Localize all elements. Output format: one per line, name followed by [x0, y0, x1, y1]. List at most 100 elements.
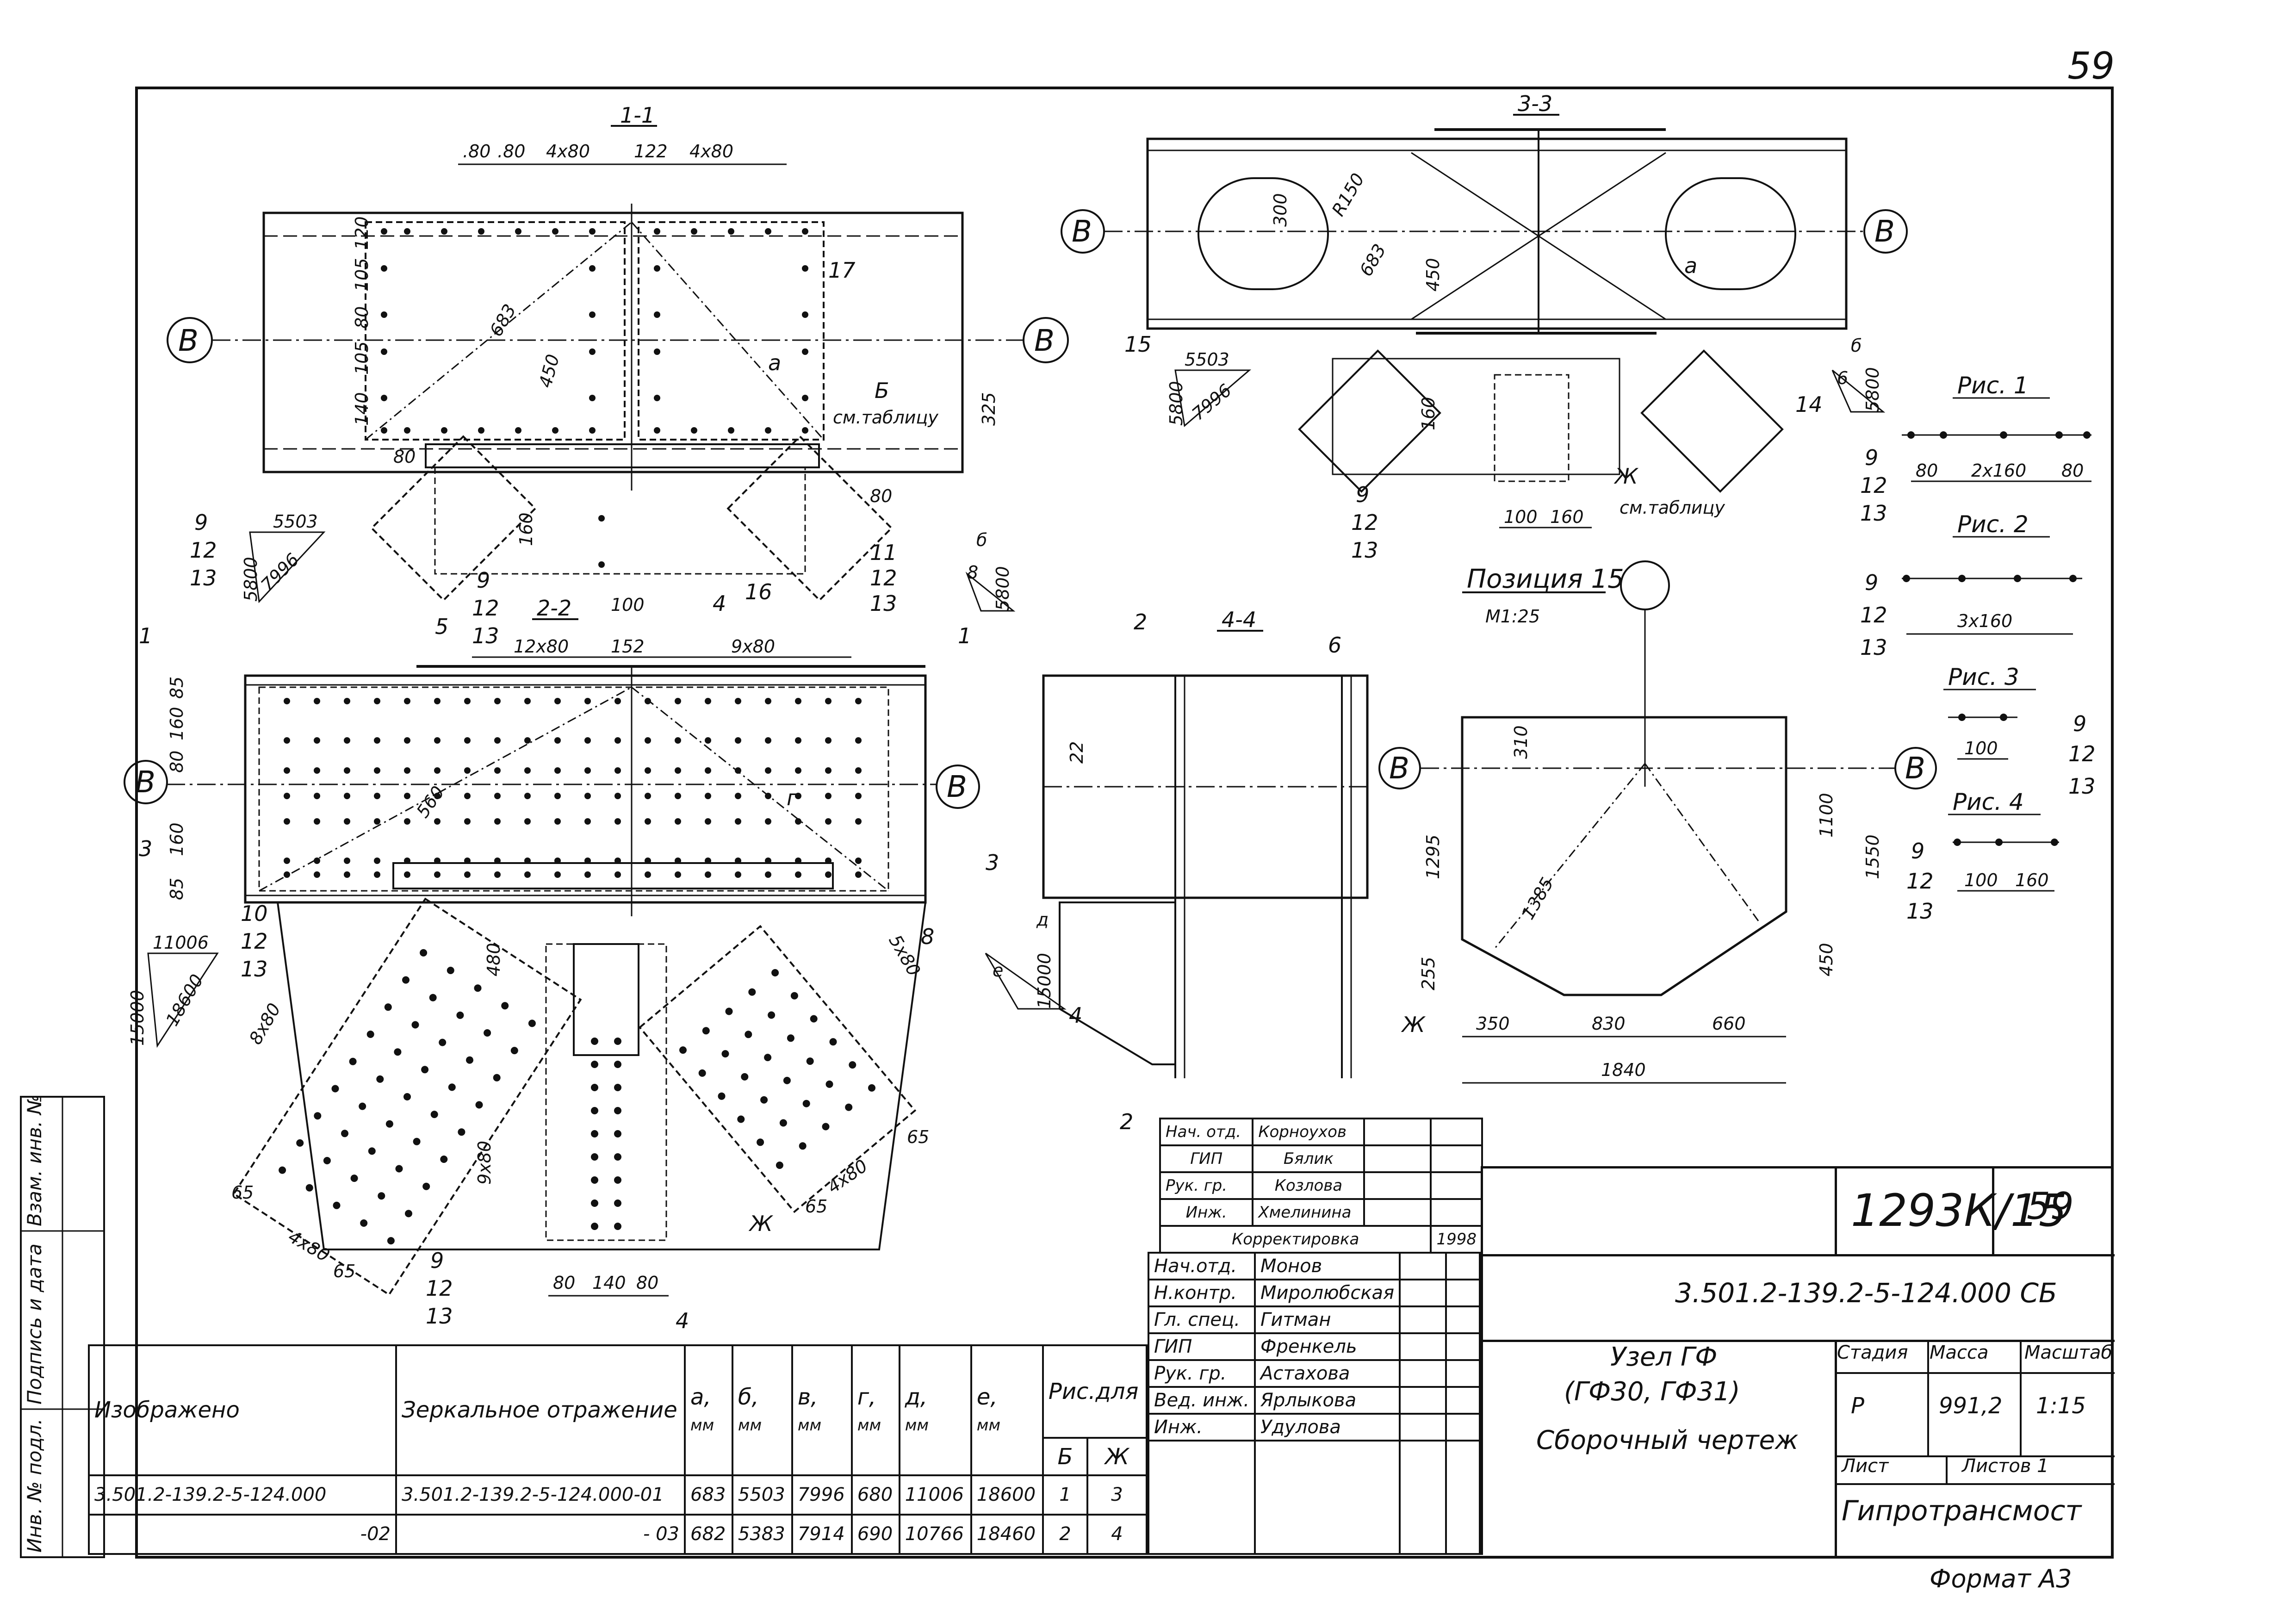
bolt-hole [675, 871, 681, 878]
h-mirror: Зеркальное отражение [395, 1344, 686, 1476]
bolt-hole [374, 767, 380, 774]
bolt-hole [554, 698, 561, 704]
bolt-hole [698, 1069, 706, 1077]
stack3-12: 12 [426, 1276, 453, 1301]
bolt-hole [675, 737, 681, 744]
bolt-hole [705, 793, 711, 799]
bolt-hole [344, 871, 350, 878]
bolt-grid-2-2 [284, 698, 862, 878]
bolt-hole [554, 793, 561, 799]
stack5-12: 12 [870, 566, 897, 590]
dim-80-bot-a: 80 [553, 1273, 575, 1293]
bolt-hole [464, 871, 471, 878]
bolt-hole [366, 1031, 374, 1038]
bolt-hole [855, 818, 862, 825]
dim-9x80: 9х80 [731, 636, 775, 657]
h-col-g: г,мм [850, 1344, 900, 1476]
figures: Рис. 1 80 2х160 80 9 12 13 Рис. 2 3х160 … [1860, 372, 2096, 924]
name-line-2: (ГФ30, ГФ31) [1564, 1377, 1740, 1407]
dim-140-bot: 140 [592, 1273, 626, 1293]
h-fig-zh: Ж [1086, 1437, 1148, 1476]
fig4-dim-160: 160 [2015, 870, 2049, 890]
row2-v: 7914 [791, 1513, 853, 1555]
leader-8: 15 [1124, 332, 1152, 357]
row2-drawn: -02 [88, 1513, 397, 1555]
bolt-hole [705, 737, 711, 744]
name-4: Френкель [1254, 1332, 1401, 1361]
u-role-4: Инж. [1159, 1198, 1254, 1227]
bolt-hole [404, 818, 410, 825]
leader-16: 16 [745, 579, 772, 604]
name-5: Астахова [1254, 1359, 1401, 1388]
stage-header: Стадия [1837, 1342, 1908, 1363]
stack1-13: 13 [190, 566, 217, 590]
side-stamp-replace: Взам. инв. № [23, 1094, 46, 1226]
dim-152: 152 [611, 636, 645, 657]
bolt-hole [405, 1210, 412, 1218]
bolt-hole [314, 818, 320, 825]
dim-vl-80: 80 [352, 306, 372, 329]
bolt-hole [765, 871, 771, 878]
row2-d: 10766 [898, 1513, 972, 1555]
weld5-top: 5503 [1185, 349, 1229, 370]
weld6-side: 5800 [1862, 367, 1883, 412]
bolt-hole [374, 793, 380, 799]
leader-a: а [768, 350, 781, 375]
row1-g: 680 [850, 1474, 900, 1516]
name-2: Миролюбская [1254, 1279, 1401, 1307]
bolt-hole [591, 1223, 598, 1230]
organization: Гипротрансмост [1842, 1495, 2082, 1527]
dim-100-33a: 100 [1504, 507, 1538, 527]
dim-85-top: 85 [167, 677, 187, 699]
dim-65-a: 65 [231, 1182, 254, 1203]
bolt-hole [494, 698, 501, 704]
bolt-hole [284, 698, 290, 704]
axis-b-6: В [1874, 215, 1895, 249]
bolt-hole [524, 737, 531, 744]
bolt-hole [735, 858, 741, 864]
row1-drawn: 3.501.2-139.2-5-124.000 [88, 1474, 397, 1516]
bolt-hole [493, 1074, 501, 1081]
bolt-hole [735, 737, 741, 744]
bolt-hole [554, 871, 561, 878]
h-drawn: Изображено [88, 1344, 397, 1476]
bolt-hole [374, 698, 380, 704]
bolt-hole [458, 1128, 465, 1136]
bolt-hole [279, 1166, 286, 1174]
bolt-hole [554, 767, 561, 774]
bolt-hole [675, 793, 681, 799]
bolt-hole [748, 988, 756, 996]
dim-R150: R150 [1328, 170, 1369, 220]
bolt-hole [447, 967, 454, 974]
bolt-hole [429, 994, 437, 1001]
bolt-hole [845, 1103, 853, 1111]
weld4-side: 15000 [1034, 953, 1055, 1009]
section-3-3-label: 3-3 [1518, 91, 1552, 116]
row1-fb: 1 [1042, 1474, 1089, 1516]
title-block-right [1481, 1166, 2115, 1557]
row1-b: 5503 [731, 1474, 793, 1516]
dim-pos-1385: 1385 [1518, 874, 1558, 923]
bolt-hole [795, 793, 801, 799]
bolt-hole [501, 1002, 509, 1010]
bolt-hole [776, 1162, 783, 1169]
bolt-hole [404, 871, 410, 878]
leader-g: г [787, 785, 798, 810]
section-4-4-label: 4-4 [1222, 607, 1256, 632]
bolt-hole [524, 858, 531, 864]
bolt-hole [765, 767, 771, 774]
leader-1-right: 1 [958, 623, 971, 648]
bolt-hole [591, 1130, 598, 1137]
bolt-hole [314, 793, 320, 799]
stack6-13: 13 [1351, 538, 1378, 563]
u-name-2: Бялик [1252, 1144, 1365, 1173]
dim-vl-105b: 105 [352, 341, 372, 375]
row1-e: 18600 [970, 1474, 1044, 1516]
bolt-hole [430, 1111, 438, 1119]
bolt-hole [825, 793, 832, 799]
bolt-hole [795, 737, 801, 744]
bolt-hole [374, 858, 380, 864]
row1-mirror: 3.501.2-139.2-5-124.000-01 [395, 1474, 686, 1516]
bolt-hole [402, 976, 410, 984]
position-15-scale: М1:25 [1485, 606, 1540, 627]
